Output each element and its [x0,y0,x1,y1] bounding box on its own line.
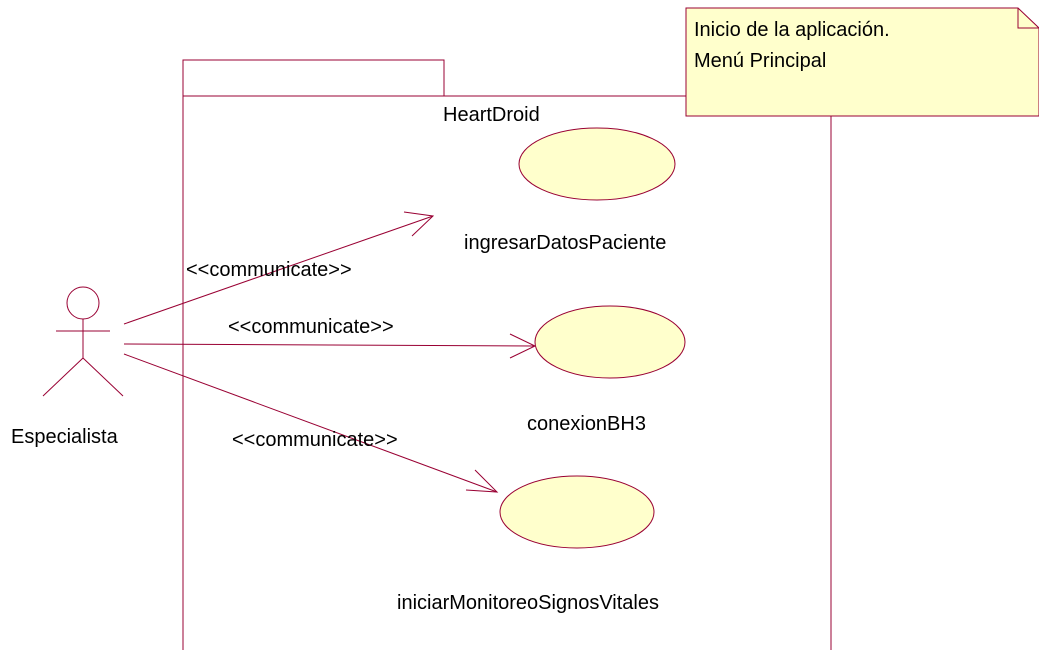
note-line-2: Menú Principal [694,50,826,72]
use-case-ellipse [518,127,676,201]
use-case-label: iniciarMonitoreoSignosVitales [397,592,659,614]
association-stereotype: <<communicate>> [186,259,352,281]
arrow-head-icon [509,333,537,359]
actor-left-leg [42,357,84,397]
association-stereotype: <<communicate>> [232,429,398,451]
note-body [685,7,1039,117]
actor-right-leg [82,357,124,397]
association-ingresar[interactable]: <<communicate>> [123,211,435,325]
actor-head [66,286,100,320]
association-conexion[interactable]: <<communicate>> [123,316,537,359]
note-fold-icon [1017,8,1039,29]
association-iniciar[interactable]: <<communicate>> [123,353,499,493]
use-case-label: ingresarDatosPaciente [464,232,666,254]
use-case-ellipse [499,475,655,549]
actor-name: Especialista [11,426,119,448]
use-case-label: conexionBH3 [527,413,646,435]
association-line [123,353,498,493]
association-line [123,215,434,325]
package-heartdroid[interactable]: HeartDroid [182,59,832,650]
package-name: HeartDroid [443,104,540,126]
association-stereotype: <<communicate>> [228,316,394,338]
package-body [182,95,832,650]
use-case-ellipse [534,305,686,379]
note[interactable]: Inicio de la aplicación. Menú Principal [685,7,1039,117]
use-case-conexion-bh3[interactable]: conexionBH3 [527,305,686,435]
note-line-1: Inicio de la aplicación. [694,19,890,41]
arrow-head-icon [403,211,435,237]
use-case-ingresar-datos-paciente[interactable]: ingresarDatosPaciente [464,127,676,254]
use-case-iniciar-monitoreo-signos-vitales[interactable]: iniciarMonitoreoSignosVitales [397,475,659,614]
association-line [123,343,536,347]
package-tab [182,59,445,96]
arrow-head-icon [465,469,499,493]
actor-especialista[interactable]: Especialista [11,286,124,448]
